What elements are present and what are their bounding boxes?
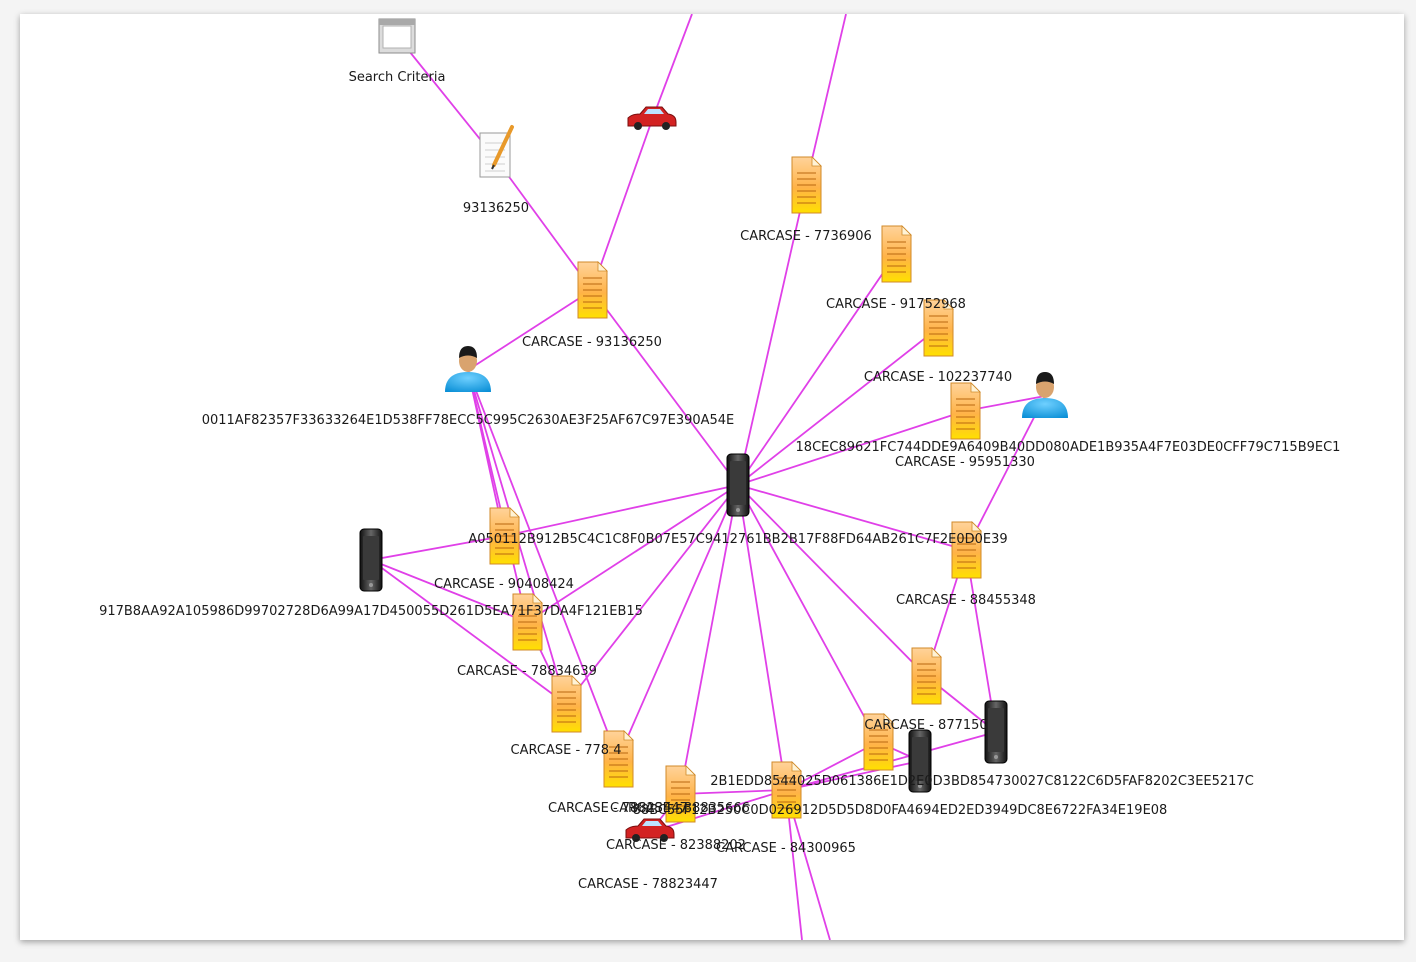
phone-icon[interactable]: [908, 729, 932, 793]
edge-d93136250-phone_center: [591, 289, 739, 486]
node-label-note: 93136250: [463, 201, 529, 216]
node-label-p2: 18CEC89621FC744DDE9A6409B40DD080ADE1B935…: [796, 440, 1341, 455]
nodes: [359, 18, 1068, 842]
node-label-d877150: CARCASE - 877150: [864, 718, 987, 733]
edge-d95951330-phone_center: [737, 410, 966, 486]
edge-car1-d93136250: [591, 119, 653, 291]
document-icon[interactable]: [791, 156, 822, 214]
edge-d88835666-d84300965: [679, 789, 787, 795]
node-label-p1: 0011AF82357F33633264E1D538FF78ECC5C995C2…: [202, 413, 735, 428]
document-icon[interactable]: [951, 521, 982, 579]
document-icon[interactable]: [911, 647, 942, 705]
document-icon[interactable]: [603, 730, 634, 788]
node-label-car2: CARCASE - 82388202: [606, 838, 746, 853]
document-icon[interactable]: [923, 299, 954, 357]
edge-offscreen-0: [651, 14, 693, 121]
document-icon[interactable]: [489, 507, 520, 565]
edge-d78834639-phone_center: [526, 484, 739, 623]
document-icon[interactable]: [771, 761, 802, 819]
node-label-d7736906: CARCASE - 7736906: [740, 229, 872, 244]
edge-d7736906-phone_center: [737, 184, 807, 486]
edge-phone_left-d90408424: [370, 535, 505, 561]
node-label-d78823447a: CARCASE - 78823447: [548, 801, 688, 816]
node-label-d91752968: CARCASE - 91752968: [826, 297, 966, 312]
person-icon[interactable]: [445, 346, 491, 392]
node-label-d88455348: CARCASE - 88455348: [896, 593, 1036, 608]
node-label-d95951330: CARCASE - 95951330: [895, 455, 1035, 470]
node-label-d90408424: CARCASE - 90408424: [434, 577, 574, 592]
document-icon[interactable]: [950, 382, 981, 440]
edge-offscreen-1: [805, 14, 847, 186]
edge-d7784-phone_center: [565, 484, 739, 705]
car-icon[interactable]: [627, 106, 677, 130]
edge-note-d93136250: [495, 158, 593, 291]
phone-icon[interactable]: [359, 528, 383, 592]
edge-d88835666-phone_center: [679, 484, 739, 795]
edge-d84300965-phone_center: [737, 484, 787, 791]
document-icon[interactable]: [551, 675, 582, 733]
edge-d91752968-phone_center: [737, 253, 897, 486]
edge-phone_left-d78834639: [370, 559, 528, 623]
document-icon[interactable]: [863, 713, 894, 771]
person-icon[interactable]: [1022, 372, 1068, 418]
document-icon[interactable]: [577, 261, 608, 319]
car-icon[interactable]: [625, 818, 675, 842]
node-label-phone_center: A050112B912B5C4C1C8F0B07E57C9412761BB2B1…: [468, 532, 1007, 547]
node-label-d7784: CARCASE - 778 4: [511, 743, 622, 758]
edge-d102237740-phone_center: [737, 327, 939, 486]
node-label-d93136250: CARCASE - 93136250: [522, 335, 662, 350]
edge-d78823447b-phone_center: [737, 484, 879, 743]
document-icon[interactable]: [881, 225, 912, 283]
node-label-phone_left: 917B8AA92A105986D99702728D6A99A17D450055…: [99, 604, 643, 619]
document-icon[interactable]: [665, 765, 696, 823]
edge-phone_r2-d84300965: [785, 760, 921, 791]
node-label-phone_r2: 88BC55F12B250C0D026912D5D5D8D0FA4694ED2E…: [633, 803, 1168, 818]
edge-d78823447a-phone_center: [617, 484, 739, 760]
node-label-d102237740: CARCASE - 102237740: [864, 370, 1012, 385]
edge-d88455348-phone_center: [737, 484, 967, 551]
edge-p1-d78834639: [467, 369, 528, 623]
edge-d93136250-p1: [467, 289, 593, 371]
node-label-search: Search Criteria: [349, 70, 446, 85]
node-label-phone_r1: 2B1EDD8544025D061386E1D2E0D3BD854730027C…: [710, 774, 1254, 789]
note-icon[interactable]: [479, 125, 514, 178]
phone-icon[interactable]: [726, 453, 750, 517]
phone-icon[interactable]: [984, 700, 1008, 764]
edge-phone_left-d7784: [370, 559, 567, 705]
document-icon[interactable]: [512, 593, 543, 651]
edge-d90408424-phone_center: [503, 484, 739, 537]
edge-d877150-phone_center: [737, 484, 927, 677]
node-label-d78834639: CARCASE - 78834639: [457, 664, 597, 679]
node-label-d88835666: CARCASE - 88835666: [610, 801, 750, 816]
edge-car2-d84300965: [649, 789, 787, 833]
node-label-d84300965: CARCASE - 84300965: [716, 841, 856, 856]
node-label-d78823447b: CARCASE - 78823447: [578, 877, 718, 892]
edge-p1-d78823447a: [467, 369, 619, 760]
search-criteria-icon[interactable]: [378, 18, 416, 54]
edge-p2-d88455348: [965, 395, 1046, 551]
